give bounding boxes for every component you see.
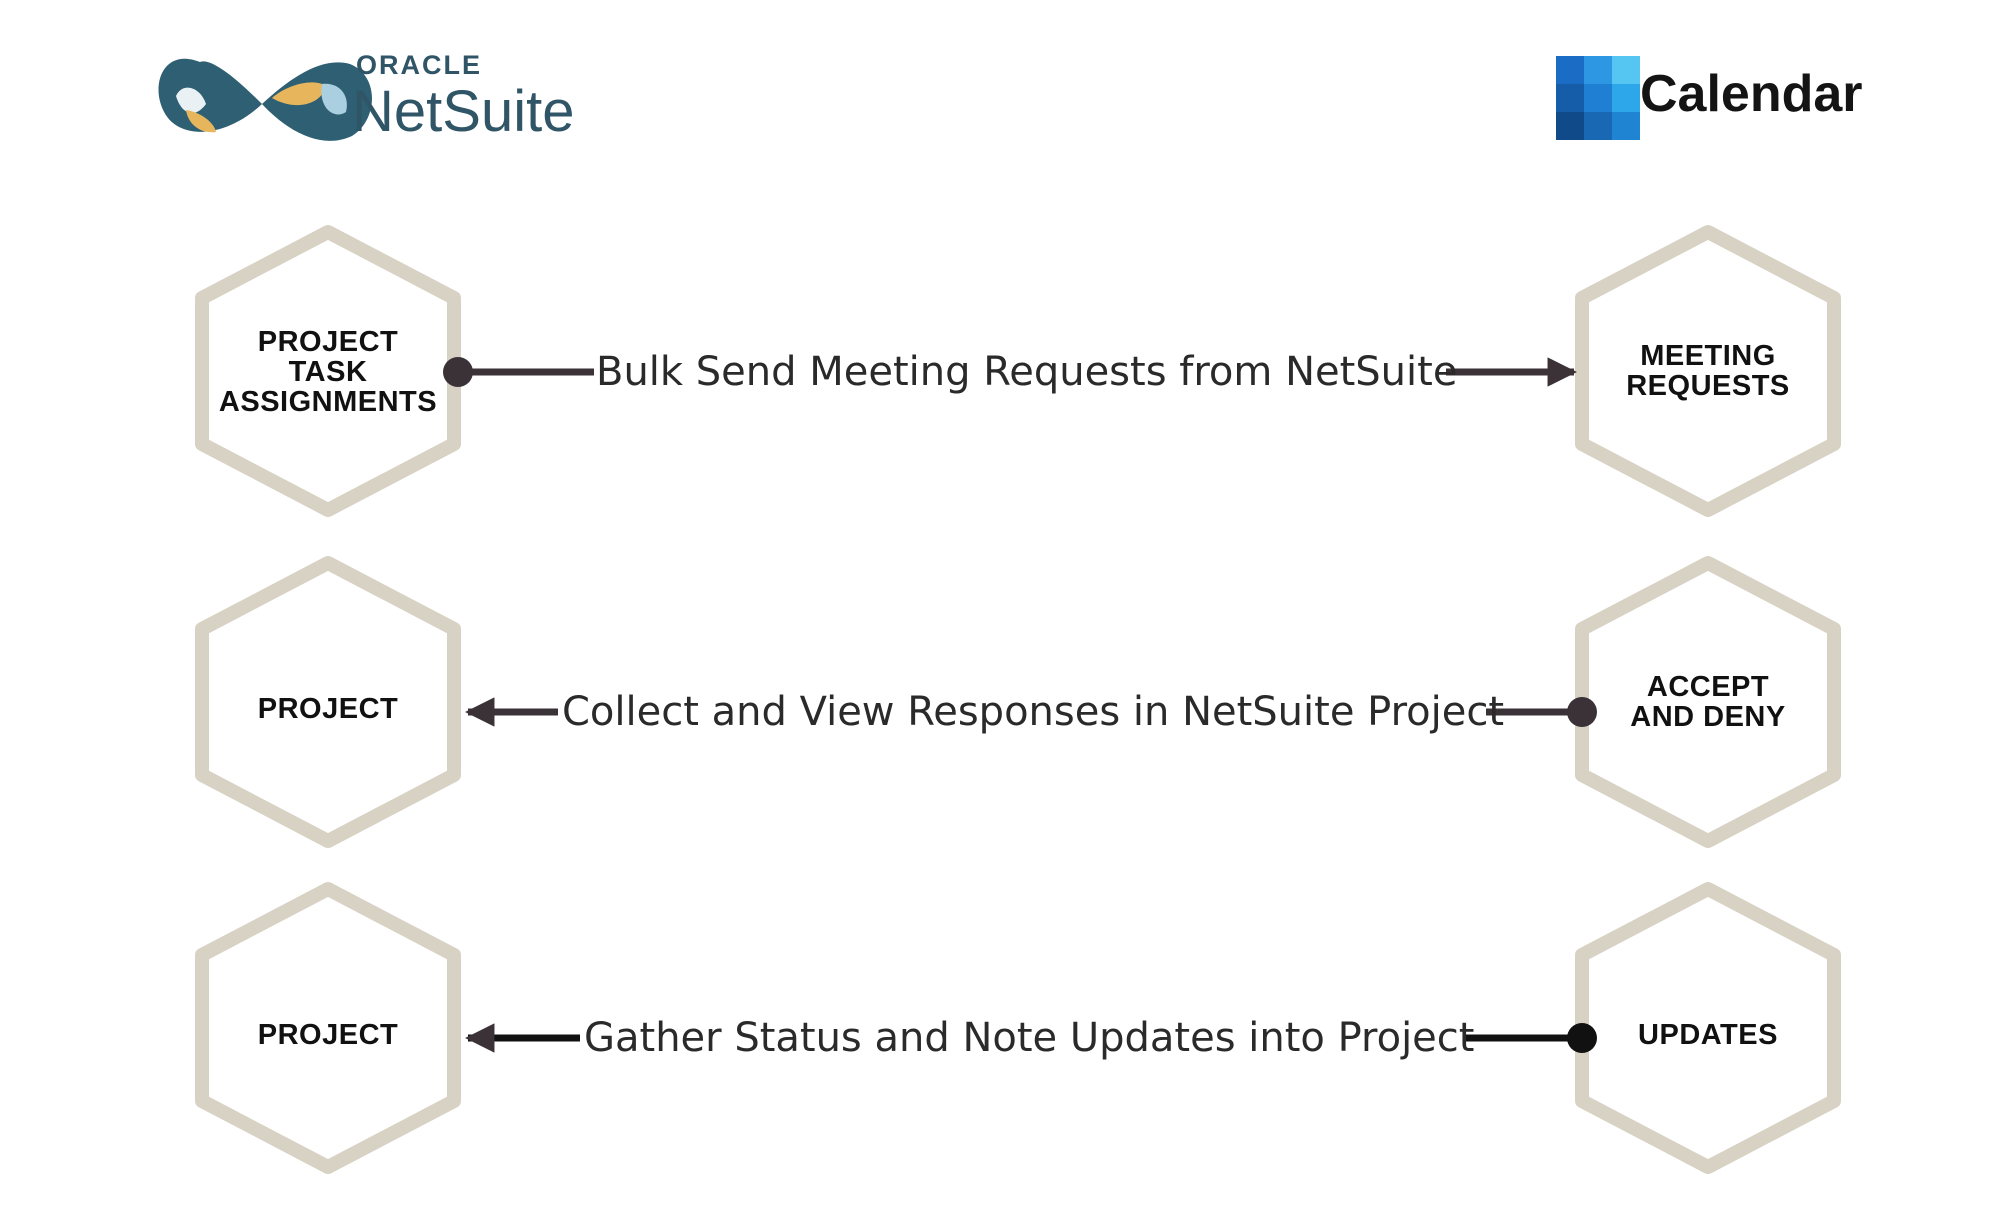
netsuite-logo-mark	[158, 58, 372, 141]
flow-label-2: Collect and View Responses in NetSuite P…	[562, 689, 1505, 735]
hexagon-project-task-assignments	[195, 225, 461, 517]
node-label-right-1: MEETING REQUESTS	[1626, 340, 1790, 402]
flow-label-1: Bulk Send Meeting Requests from NetSuite	[596, 349, 1458, 395]
flow-label-3: Gather Status and Note Updates into Proj…	[584, 1015, 1475, 1061]
hexagon-accept-and-deny	[1575, 556, 1841, 848]
connector-start-dot-3	[1567, 1023, 1597, 1053]
netsuite-wordmark: NetSuite	[352, 79, 575, 144]
hexagon-project-2	[195, 556, 461, 848]
node-label-right-2: ACCEPT AND DENY	[1630, 671, 1786, 733]
node-label-left-2: PROJECT	[257, 693, 399, 725]
hexagon-updates	[1575, 882, 1841, 1174]
calendar-grid-icon	[1556, 56, 1640, 140]
calendar-wordmark: Calendar	[1640, 65, 1863, 123]
node-label-right-3: UPDATES	[1638, 1019, 1778, 1051]
node-label-left-1: PROJECT TASK ASSIGNMENTS	[218, 326, 438, 418]
hexagon-project-3	[195, 882, 461, 1174]
node-label-left-3: PROJECT	[257, 1019, 399, 1051]
oracle-wordmark: ORACLE	[356, 50, 482, 80]
hexagon-meeting-requests	[1575, 225, 1841, 517]
connector-start-dot-2	[1567, 697, 1597, 727]
